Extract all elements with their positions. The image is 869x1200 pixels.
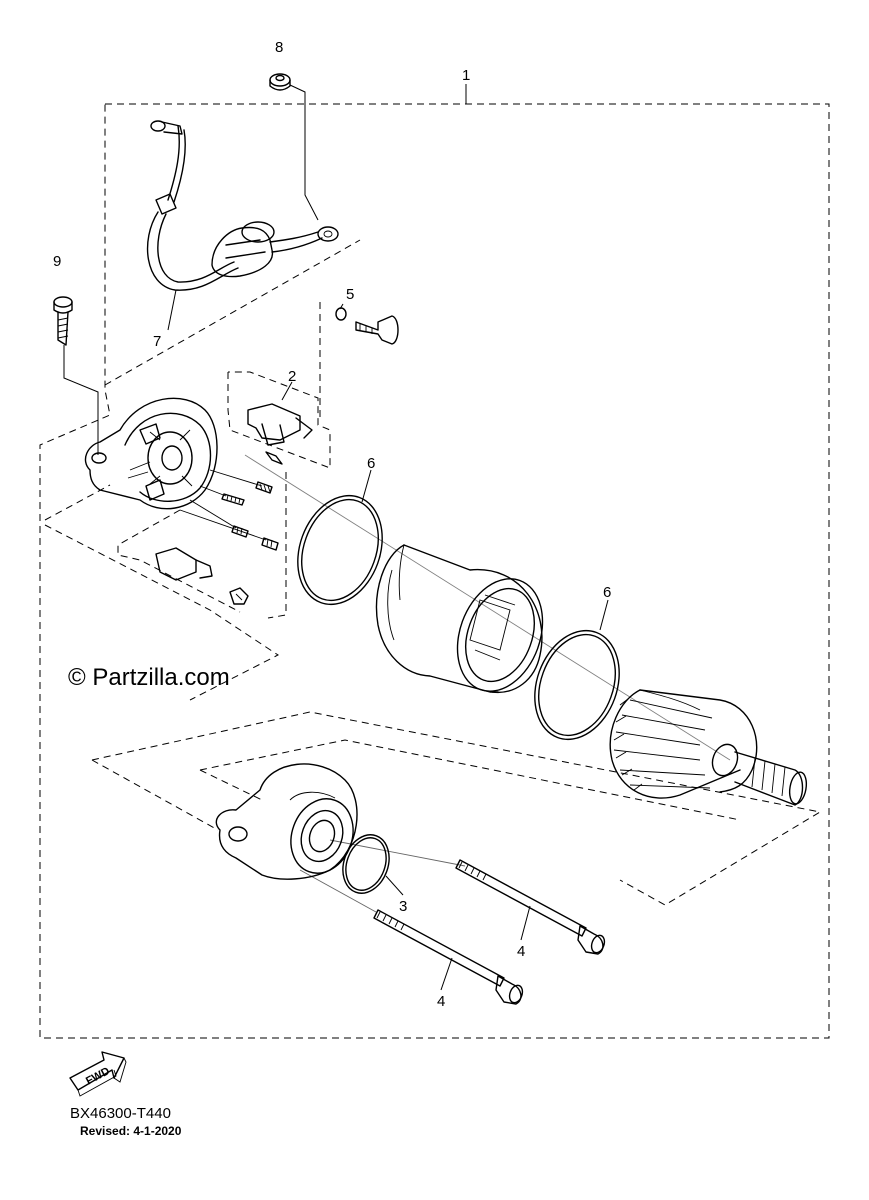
watermark-text: © Partzilla.com [68,664,230,691]
part-7-lead-wire [146,120,339,331]
front-cover [215,763,358,880]
part-4-through-bolt-upper [455,859,606,955]
part-6-oring-front [534,629,620,741]
callout-8: 8 [275,39,283,56]
callout-1: 1 [462,67,470,84]
callout-2: 2 [288,368,296,385]
part-4-through-bolt-lower [373,909,524,1005]
part-6-oring-rear [297,494,383,606]
brush-springs [179,469,279,551]
leader-lines [281,84,609,991]
part-5-terminal-oring [335,307,399,345]
callout-6-rear: 6 [367,455,375,472]
armature [609,689,808,806]
callout-4-lower: 4 [437,993,445,1010]
part-3-oring [342,834,390,894]
callout-5: 5 [346,286,354,303]
callout-6-front: 6 [603,584,611,601]
part-2-brush-holder-set [227,371,331,469]
fwd-arrow-icon: FWD [69,1051,127,1097]
callout-9: 9 [53,253,61,270]
assembly-boundary [39,103,830,1039]
part-9-bolt [53,296,99,455]
callout-4-upper: 4 [517,943,525,960]
yoke-housing [375,544,544,694]
revision-date: Revised: 4-1-2020 [80,1124,182,1138]
callout-7: 7 [153,333,161,350]
rear-cover [84,397,218,510]
part-8-nut [269,73,319,221]
lower-brush-assembly [44,472,287,619]
callout-labels: 1 2 3 4 4 5 6 6 7 8 9 [53,39,611,1010]
callout-3: 3 [399,898,407,915]
drawing-code: BX46300-T440 [70,1105,171,1122]
